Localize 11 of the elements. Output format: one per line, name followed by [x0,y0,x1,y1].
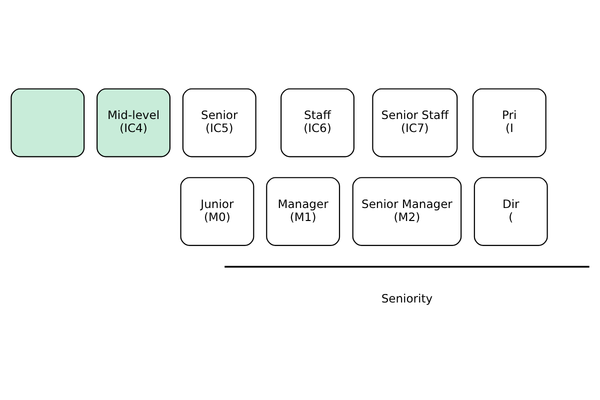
node-box: Junior (M0) [180,177,254,246]
node-box: Senior Manager (M2) [352,177,462,246]
node-box: Manager (M1) [266,177,340,246]
node-box: Mid-level (IC4) [96,88,170,158]
node-box: Staff (IC6) [280,88,354,158]
node-box: Dir ( [474,177,548,246]
label: Seniority [381,291,433,306]
node-box: Senior (IC5) [182,88,256,158]
node-box: Pri (I [472,88,546,158]
node-box: Senior Staff (IC7) [372,88,458,158]
node-box [10,88,85,158]
